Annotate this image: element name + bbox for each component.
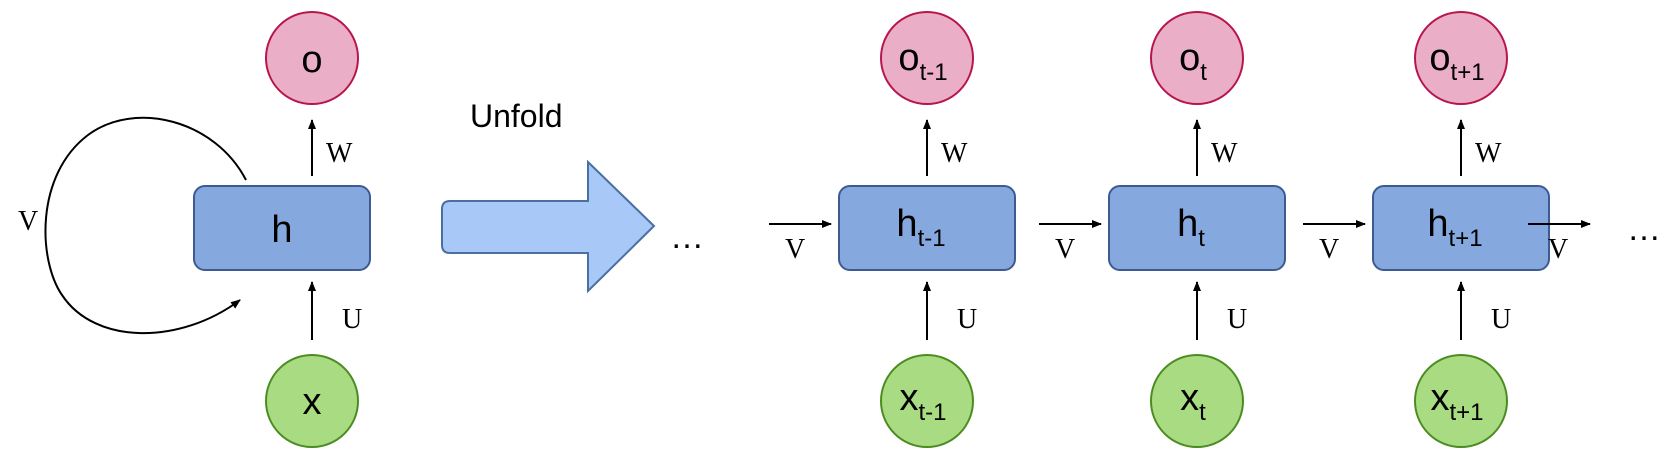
hidden-node-label-base: h xyxy=(1427,203,1448,245)
output-node-label-base: o xyxy=(898,37,919,79)
w-label: W xyxy=(1211,138,1238,169)
input-node-label: xt xyxy=(1180,377,1206,426)
hidden-node-label: ht+1 xyxy=(1427,203,1482,252)
input-node-label-subscript: t-1 xyxy=(918,399,946,426)
u-label: U xyxy=(957,304,977,335)
output-node-label: ot xyxy=(1179,37,1207,86)
output-node-label-base: o xyxy=(1179,37,1200,79)
output-node-label-base: o xyxy=(1429,37,1450,79)
hidden-node-label: ht xyxy=(1177,203,1205,252)
w-label: W xyxy=(326,138,353,169)
input-node-label: xt+1 xyxy=(1430,377,1483,426)
input-node-label-base: x xyxy=(1430,377,1449,419)
v-label: V xyxy=(1055,234,1075,265)
w-label: W xyxy=(941,138,968,169)
unfold-arrow-icon xyxy=(441,159,656,294)
unrolled-rnn: … Vot-1Wht-1Uxt-1VotWhtUxtVot+1Wht+1Uxt+… xyxy=(670,11,1661,448)
hidden-node-label-base: h xyxy=(896,203,917,245)
leading-ellipsis: … xyxy=(670,218,704,256)
folded-rnn: o W h U x V xyxy=(18,11,371,448)
hidden-node xyxy=(838,185,1016,271)
v-out-label: V xyxy=(1548,234,1568,265)
u-label: U xyxy=(1491,304,1511,335)
input-node xyxy=(880,354,974,448)
v-loop-label: V xyxy=(18,206,38,237)
input-node-label-subscript: t+1 xyxy=(1449,399,1483,426)
input-node-label-base: x xyxy=(1180,377,1199,419)
hidden-node xyxy=(1372,185,1550,271)
v-label: V xyxy=(1319,234,1339,265)
unfold-label: Unfold xyxy=(470,98,563,134)
input-node xyxy=(1150,354,1244,448)
hidden-node xyxy=(193,185,371,271)
hidden-node-label-base: h xyxy=(1177,203,1198,245)
u-label: U xyxy=(1227,304,1247,335)
input-node xyxy=(265,354,359,448)
output-node-label-subscript: t-1 xyxy=(920,59,948,86)
output-node-label: ot+1 xyxy=(1429,37,1484,86)
output-node-label: ot-1 xyxy=(898,37,947,86)
u-label: U xyxy=(342,304,362,335)
v-label: V xyxy=(785,234,805,265)
input-node-label: xt-1 xyxy=(899,377,946,426)
hidden-node-label-subscript: t+1 xyxy=(1449,225,1483,252)
output-node xyxy=(1414,11,1508,105)
hidden-node-label: ht-1 xyxy=(896,203,945,252)
input-node-label: x xyxy=(303,381,322,423)
unfold-transition: Unfold xyxy=(441,98,656,294)
output-node xyxy=(880,11,974,105)
input-node xyxy=(1414,354,1508,448)
output-node xyxy=(1150,11,1244,105)
output-node-label-subscript: t+1 xyxy=(1451,59,1485,86)
trailing-ellipsis: … xyxy=(1627,210,1661,248)
input-node-label-subscript: t xyxy=(1199,399,1206,426)
hidden-node-label-subscript: t xyxy=(1198,225,1205,252)
hidden-node-label: h xyxy=(271,209,292,251)
output-node-label-subscript: t xyxy=(1200,59,1207,86)
output-node xyxy=(265,11,359,105)
hidden-node xyxy=(1108,185,1286,271)
output-node-label: o xyxy=(301,39,322,81)
input-node-label-base: x xyxy=(899,377,918,419)
recurrent-loop-arrow xyxy=(44,116,247,335)
hidden-node-label-subscript: t-1 xyxy=(918,225,946,252)
w-label: W xyxy=(1475,138,1502,169)
